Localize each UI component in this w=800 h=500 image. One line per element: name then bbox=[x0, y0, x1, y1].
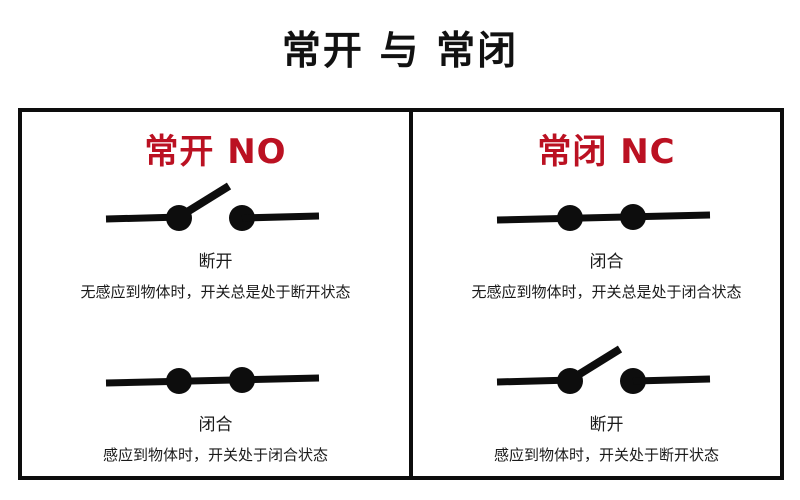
switch-diagram-closed bbox=[492, 174, 722, 246]
switch-closed-icon bbox=[496, 204, 710, 231]
page-title: 常开 与 常闭 bbox=[281, 29, 519, 74]
state-label-no-sensed: 闭合 bbox=[198, 415, 233, 435]
switch-block-no-sensed: 闭合 感应到物体时，开关处于闭合状态 bbox=[22, 337, 409, 465]
note-nc-unsensed: 无感应到物体时，开关总是处于闭合状态 bbox=[471, 283, 742, 301]
switch-block-nc-sensed: 断开 感应到物体时，开关处于断开状态 bbox=[413, 337, 800, 465]
panel-heading-normally-closed: 常闭 NC bbox=[537, 132, 676, 172]
note-no-sensed: 感应到物体时，开关处于闭合状态 bbox=[102, 446, 328, 464]
state-label-no-unsensed: 断开 bbox=[198, 252, 233, 272]
switch-open-icon bbox=[105, 182, 319, 231]
state-label-nc-unsensed: 闭合 bbox=[589, 252, 624, 272]
state-label-nc-sensed: 断开 bbox=[589, 415, 624, 435]
comparison-frame: 常开 NO 断开 无感应到物体时，开关总是处于断开状态 bbox=[18, 108, 784, 480]
panel-heading-normally-open: 常开 NO bbox=[144, 132, 287, 172]
switch-closed-icon bbox=[105, 367, 319, 394]
switch-block-nc-unsensed: 闭合 无感应到物体时，开关总是处于闭合状态 bbox=[413, 174, 800, 302]
switch-diagram-open bbox=[101, 174, 331, 246]
switch-diagram-open bbox=[492, 337, 722, 409]
switch-block-no-unsensed: 断开 无感应到物体时，开关总是处于断开状态 bbox=[22, 174, 409, 302]
panel-normally-closed: 常闭 NC 闭合 无感应到物体时，开关总是处于闭合状态 bbox=[413, 112, 800, 476]
switch-diagram-closed bbox=[101, 337, 331, 409]
panel-divider bbox=[409, 112, 413, 476]
note-nc-sensed: 感应到物体时，开关处于断开状态 bbox=[493, 446, 719, 464]
note-no-unsensed: 无感应到物体时，开关总是处于断开状态 bbox=[80, 283, 351, 301]
panel-normally-open: 常开 NO 断开 无感应到物体时，开关总是处于断开状态 bbox=[22, 112, 409, 476]
switch-open-icon bbox=[496, 345, 710, 394]
